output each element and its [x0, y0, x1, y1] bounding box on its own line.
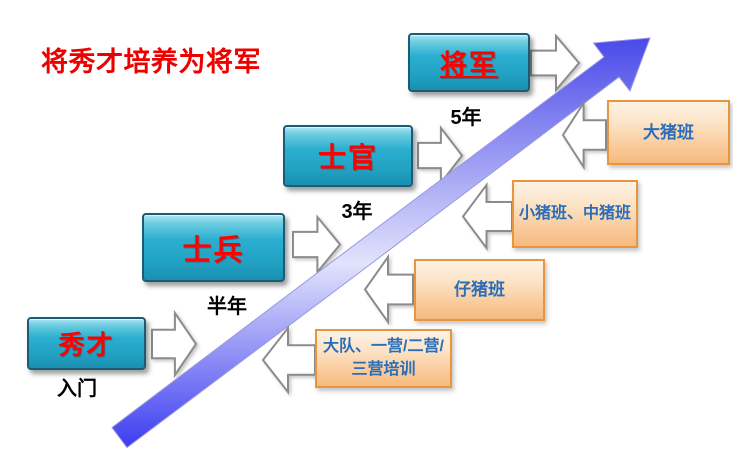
program-label-xiaozhuban: 小猪班、中猪班 [518, 204, 631, 222]
step-arrow-jiangjun-up [530, 33, 581, 93]
program-box-zaizhuban: 仔猪班 [414, 259, 545, 321]
duration-label-jiangjun: 5年 [450, 107, 482, 129]
stage-box-shibing: 士兵 [142, 213, 285, 282]
stage-label-xiucai: 秀才 [58, 330, 115, 360]
program-label-dazhuban: 大猪班 [643, 122, 694, 142]
step-arrow-shibing-to-shiguan [292, 214, 342, 275]
program-box-xiaozhuban: 小猪班、中猪班 [512, 180, 638, 248]
program-label-zaizhuban: 仔猪班 [454, 280, 505, 300]
duration-label-shiguan: 3年 [341, 201, 373, 223]
duration-label-xiucai: 入门 [57, 378, 97, 400]
duration-label-shibing: 半年 [207, 296, 247, 318]
program-arrow-zaizhuban [363, 253, 414, 326]
stage-label-shibing: 士兵 [182, 234, 245, 267]
stage-box-xiucai: 秀才 [27, 317, 146, 370]
stage-label-jiangjun: 将军 [440, 50, 498, 80]
program-arrow-dazhuban [561, 99, 607, 171]
program-box-dazhuban: 大猪班 [607, 100, 730, 165]
stage-label-shiguan: 士官 [317, 142, 378, 173]
program-box-dadui: 大队、一营/二营/ 三营培训 [315, 329, 452, 388]
growth-arrow [111, 37, 651, 449]
stage-box-jiangjun: 将军 [408, 33, 530, 92]
step-arrow-xiucai-to-shibing [151, 309, 198, 379]
program-label-dadui-line2: 三营培训 [351, 360, 416, 378]
program-label-dadui-line1: 大队、一营/二营/ [323, 338, 444, 356]
program-arrow-dadui [261, 325, 316, 395]
step-arrow-shiguan-to-jiangjun [417, 125, 464, 186]
page-title: 将秀才培养为将军 [41, 47, 261, 77]
stage-box-shiguan: 士官 [283, 125, 413, 187]
program-arrow-xiaozhuban [461, 181, 513, 252]
